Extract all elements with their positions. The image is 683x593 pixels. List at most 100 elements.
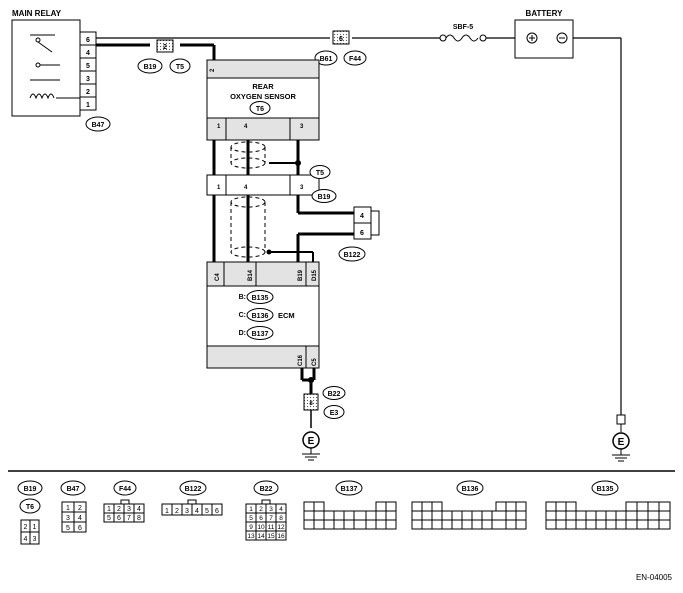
- svg-text:T5: T5: [316, 170, 324, 177]
- svg-text:B47: B47: [92, 122, 105, 129]
- svg-text:2: 2: [78, 505, 82, 512]
- svg-text:REAR: REAR: [252, 82, 274, 91]
- wire: [96, 37, 622, 415]
- svg-text:B122: B122: [344, 252, 361, 259]
- relay-pin: 6: [86, 37, 90, 44]
- relay-pin: 5: [86, 63, 90, 70]
- main-relay-label: MAIN RELAY: [12, 9, 62, 18]
- svg-text:1: 1: [33, 524, 37, 531]
- svg-text:4: 4: [24, 536, 28, 543]
- svg-text:OXYGEN SENSOR: OXYGEN SENSOR: [230, 92, 296, 101]
- relay-internals: [29, 34, 80, 100]
- svg-text:5: 5: [66, 525, 70, 532]
- svg-text:B:: B:: [239, 294, 246, 301]
- ecm: C4 B14 B19 D15 B: B135 C: B136 ECM D: B1…: [206, 261, 320, 369]
- svg-text:1: 1: [249, 506, 253, 513]
- rear-oxygen-sensor: 2 REAR OXYGEN SENSOR T6 1 4 3: [206, 59, 320, 141]
- svg-text:E: E: [308, 436, 315, 447]
- svg-text:F44: F44: [349, 56, 361, 63]
- svg-text:D:: D:: [239, 330, 246, 337]
- svg-text:4: 4: [78, 515, 82, 522]
- legend-b19-t6: B19 T6 2 1 4 3: [17, 480, 43, 545]
- junction-dot: [266, 249, 272, 255]
- svg-text:9: 9: [249, 524, 253, 531]
- svg-text:7: 7: [127, 515, 131, 522]
- svg-text:4: 4: [360, 213, 364, 220]
- svg-text:6: 6: [215, 508, 219, 515]
- svg-text:ECM: ECM: [278, 311, 295, 320]
- mid-pin: 1: [217, 185, 221, 191]
- svg-text:15: 15: [267, 533, 275, 540]
- junction-dot: [308, 377, 314, 383]
- shield: [230, 196, 266, 258]
- legend-b137: B137: [303, 480, 397, 530]
- legend-b136: B136: [411, 480, 527, 530]
- svg-text:B136: B136: [462, 486, 479, 493]
- svg-text:4: 4: [137, 506, 141, 513]
- document-code: EN-04005: [636, 573, 673, 582]
- svg-text:8: 8: [309, 401, 313, 407]
- svg-text:B19: B19: [318, 194, 331, 201]
- svg-text:5: 5: [249, 515, 253, 522]
- svg-text:14: 14: [257, 533, 265, 540]
- svg-text:B137: B137: [252, 331, 269, 338]
- junction-dot: [295, 160, 301, 166]
- ecm-pin: B19: [298, 269, 304, 281]
- svg-text:5: 5: [107, 515, 111, 522]
- ecm-pin: C16: [298, 354, 304, 366]
- svg-text:2: 2: [163, 44, 167, 51]
- svg-text:B19: B19: [24, 486, 37, 493]
- connector-b22-e3: 8 B22 E3: [303, 386, 346, 419]
- wire: [300, 368, 316, 428]
- svg-text:6: 6: [117, 515, 121, 522]
- legend-b47: B47 1 2 3 4 5 6: [60, 480, 87, 533]
- connector-b122: 4 6 B122: [338, 206, 380, 262]
- svg-text:T6: T6: [256, 106, 264, 113]
- svg-text:7: 7: [269, 515, 273, 522]
- svg-text:1: 1: [66, 505, 70, 512]
- svg-text:2: 2: [117, 506, 121, 513]
- battery: BATTERY: [514, 9, 574, 59]
- sensor-pin: 4: [244, 124, 248, 130]
- ecm-pin: B14: [248, 269, 254, 281]
- mid-connector: 1 4 3 T5 B19: [206, 165, 337, 203]
- svg-text:3: 3: [269, 506, 273, 513]
- ground-symbol-ecm: E: [302, 431, 320, 461]
- relay-pin: 4: [86, 50, 90, 57]
- svg-text:3: 3: [185, 508, 189, 515]
- svg-text:B61: B61: [320, 56, 333, 63]
- ecm-pin: D15: [312, 269, 318, 281]
- mid-pin: 4: [244, 185, 248, 191]
- svg-text:B19: B19: [144, 64, 157, 71]
- svg-text:SBF-5: SBF-5: [453, 24, 473, 31]
- legend-b122: B122 1 2 3 4 5 6: [161, 480, 223, 516]
- legend-f44: F44 1 2 3 4 5 6 7 8: [103, 480, 145, 523]
- svg-text:F44: F44: [119, 486, 131, 493]
- relay-pin: 3: [86, 76, 90, 83]
- ecm-pin: C5: [312, 358, 318, 366]
- svg-text:B47: B47: [67, 486, 80, 493]
- relay-pin: 2: [86, 89, 90, 96]
- svg-text:13: 13: [247, 533, 255, 540]
- svg-text:B135: B135: [597, 486, 614, 493]
- svg-text:4: 4: [195, 508, 199, 515]
- svg-text:2: 2: [24, 524, 28, 531]
- sensor-pin: 1: [217, 124, 221, 130]
- svg-text:16: 16: [277, 533, 285, 540]
- relay-connector-tag: B47: [85, 116, 111, 132]
- svg-text:11: 11: [268, 524, 275, 531]
- svg-text:3: 3: [127, 506, 131, 513]
- svg-text:8: 8: [279, 515, 283, 522]
- svg-text:6: 6: [339, 36, 343, 43]
- svg-text:12: 12: [277, 524, 285, 531]
- relay-connector: 6 4 5 3 2 1: [79, 31, 97, 111]
- svg-text:5: 5: [205, 508, 209, 515]
- mid-pin: 3: [300, 185, 304, 191]
- svg-text:2: 2: [259, 506, 263, 513]
- svg-text:B22: B22: [260, 486, 273, 493]
- ecm-pin: C4: [215, 273, 221, 281]
- shield: [230, 141, 266, 169]
- svg-text:3: 3: [66, 515, 70, 522]
- svg-text:B122: B122: [185, 486, 202, 493]
